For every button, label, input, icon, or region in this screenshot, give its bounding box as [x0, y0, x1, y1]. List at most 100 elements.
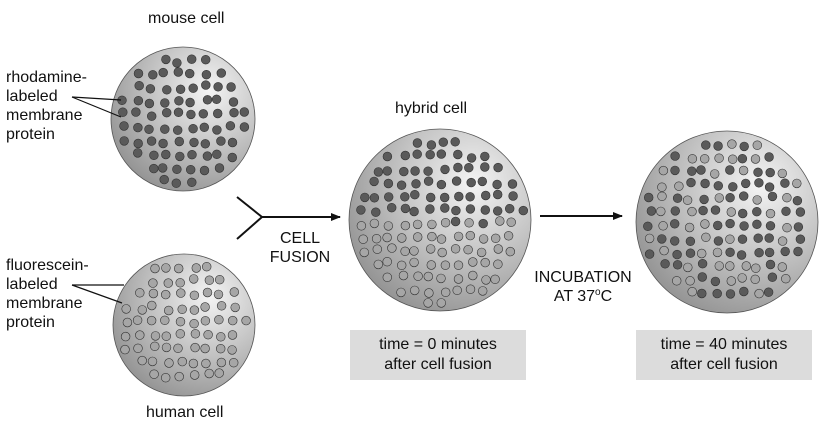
rhodamine-protein-dot [383, 178, 394, 189]
rhodamine-protein-dot [765, 167, 775, 178]
fluorescein-protein-dot [777, 262, 787, 272]
rhodamine-protein-dot [672, 249, 682, 260]
fluorescein-protein-dot [356, 221, 367, 231]
fluorescein-protein-dot [657, 182, 667, 192]
rhodamine-protein-dot [160, 98, 170, 108]
fluorescein-protein-dot [453, 274, 464, 284]
rhodamine-protein-dot [149, 150, 159, 161]
rhodamine-protein-dot [465, 192, 475, 202]
fluorescein-protein-dot [752, 140, 762, 150]
rhodamine-protein-dot [369, 176, 379, 187]
fluorescein-protein-dot [215, 275, 225, 285]
fluorescein-protein-dot [121, 304, 131, 314]
fluorescein-protein-dot [400, 220, 411, 231]
fluorescein-protein-dot [656, 206, 666, 217]
fluorescein-protein-dot [436, 234, 447, 244]
rhodamine-protein-dot [480, 151, 490, 162]
fluorescein-protein-dot [175, 329, 186, 339]
fluorescein-protein-dot [490, 274, 500, 284]
fluorescein-protein-dot [777, 236, 788, 246]
rhodamine-protein-dot [133, 122, 143, 133]
rhodamine-protein-dot [173, 107, 184, 118]
fluorescein-protein-dot [440, 260, 451, 270]
mouse-cell-label: mouse cell [148, 10, 225, 27]
fluorescein-protein-dot [228, 315, 238, 326]
rhodamine-protein-dot [478, 218, 488, 229]
fluorescein-protein-dot [120, 331, 131, 342]
fluorescein-protein-dot [137, 305, 148, 315]
rhodamine-protein-dot [781, 206, 791, 217]
fluorescein-protein-dot [190, 329, 201, 339]
rhodamine-protein-dot [425, 150, 435, 160]
rhodamine-protein-dot [134, 80, 144, 91]
fluorescein-protein-dot [687, 206, 697, 217]
rhodamine-protein-dot [710, 276, 721, 287]
rhodamine-protein-dot [738, 191, 749, 201]
hybrid-cell-t40 [635, 130, 819, 314]
fluorescein-protein-dot [160, 315, 170, 325]
fluorescein-protein-dot [229, 287, 240, 297]
fluorescein-protein-dot [671, 276, 682, 286]
rhodamine-protein-dot [144, 124, 154, 135]
fluorescein-protein-dot [476, 247, 487, 258]
fluorescein-protein-dot [147, 300, 157, 311]
rhodamine-protein-dot [145, 84, 156, 94]
fluorescein-protein-dot [506, 217, 516, 227]
rhodamine-protein-dot [426, 140, 437, 150]
rhodamine-protein-dot [466, 177, 476, 188]
cell-fusion-arrow [236, 196, 341, 240]
fluorescein-protein-dot [701, 232, 711, 243]
fluorescein-protein-dot [468, 257, 478, 267]
rhodamine-protein-dot [436, 179, 447, 190]
fluorescein-protein-dot [426, 244, 436, 254]
fluorescein-protein-dot [493, 259, 503, 269]
fluorescein-protein-dot [687, 287, 697, 297]
fluorescein-protein-dot [147, 356, 158, 367]
cell-fusion-label-line: CELL [279, 230, 321, 247]
fluorescein-protein-dot [203, 330, 213, 340]
rhodamine-protein-dot [701, 140, 711, 150]
fluorescein-protein-dot [150, 263, 160, 274]
rhodamine-protein-dot [186, 109, 196, 120]
fluorescein-protein-dot [122, 317, 133, 328]
fluorescein-protein-dot [709, 169, 720, 179]
rhodamine-protein-dot [148, 70, 158, 80]
fluorescein-protein-dot [202, 262, 212, 272]
rhodamine-protein-dot [400, 150, 410, 161]
rhodamine-protein-dot [765, 259, 776, 270]
rhodamine-protein-dot [175, 151, 185, 162]
fluorescein-label-line: labeled [6, 276, 58, 293]
rhodamine-protein-dot [216, 136, 226, 146]
rhodamine-protein-dot [202, 151, 213, 161]
fluorescein-protein-dot [161, 342, 172, 353]
rhodamine-protein-dot [436, 149, 446, 159]
fluorescein-protein-dot [696, 248, 707, 259]
rhodamine-protein-dot [697, 259, 708, 269]
fluorescein-protein-dot [464, 218, 474, 228]
rhodamine-protein-dot [687, 166, 697, 176]
fluorescein-protein-dot [480, 257, 490, 268]
rhodamine-protein-dot [793, 246, 803, 257]
fluorescein-protein-dot [465, 230, 475, 241]
fluorescein-protein-dot [202, 287, 213, 298]
rhodamine-protein-dot [438, 137, 448, 147]
fluorescein-protein-dot [189, 274, 199, 284]
fluorescein-protein-dot [741, 261, 751, 271]
fluorescein-protein-dot [230, 302, 240, 313]
fluorescein-protein-dot [465, 284, 476, 294]
fluorescein-protein-dot [177, 304, 187, 314]
rhodamine-protein-dot [737, 234, 748, 244]
fluorescein-protein-dot [683, 262, 693, 273]
hybrid-cell-label: hybrid cell [395, 100, 468, 117]
rhodamine-protein-dot [685, 248, 696, 258]
fluorescein-protein-dot [423, 271, 433, 282]
fluorescein-protein-dot [436, 298, 446, 308]
fluorescein-protein-dot [373, 259, 383, 270]
rhodamine-protein-dot [493, 162, 503, 173]
rhodamine-protein-dot [146, 136, 157, 146]
fluorescein-protein-dot [214, 315, 224, 325]
rhodamine-protein-dot [162, 85, 172, 95]
fluorescein-protein-dot [684, 222, 695, 233]
fluorescein-protein-dot [453, 260, 464, 270]
fluorescein-protein-dot [478, 234, 489, 244]
